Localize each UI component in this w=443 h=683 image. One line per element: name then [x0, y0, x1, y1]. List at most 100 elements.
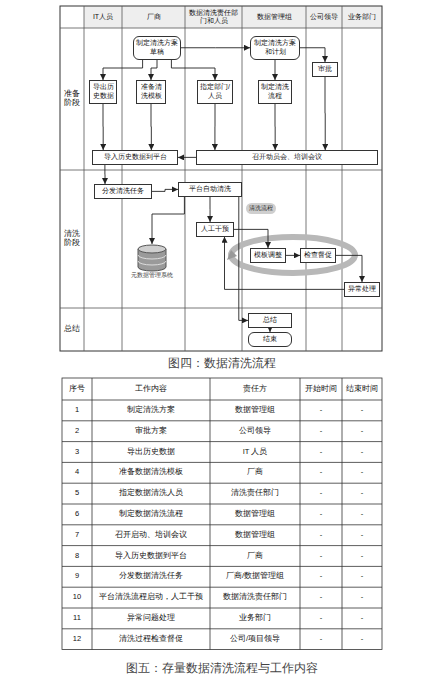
table-cell: -	[342, 483, 382, 504]
flow-arrow	[178, 157, 196, 158]
process-box: 模板调整	[250, 248, 286, 263]
cycle-label: 清洗流程	[246, 203, 276, 214]
flow-arrow	[286, 255, 300, 256]
table-cell: -	[342, 504, 382, 525]
table-cell: -	[300, 546, 342, 567]
table-cell: 清洗责任部门	[210, 483, 300, 504]
table-cell: -	[300, 442, 342, 463]
database-symbol: 元数据管理系统	[130, 244, 174, 280]
table-cell: 厂商/数据管理组	[210, 566, 300, 587]
table-cell: -	[342, 442, 382, 463]
terminal-box: 制定清洗方案和计划	[250, 36, 300, 60]
table-cell: 清洗过程检查督促	[92, 629, 210, 650]
process-box: 总结	[248, 313, 292, 328]
table-cell: 9	[62, 566, 92, 587]
flow-arrow	[103, 104, 104, 151]
table-header-cell: 开始时间	[300, 378, 342, 400]
table-cell: 公司领导	[210, 421, 300, 442]
cylinder-icon	[130, 244, 174, 272]
table-cell: -	[342, 546, 382, 567]
lane-header: 数据管理组	[242, 6, 306, 28]
flow-arrow	[275, 104, 276, 151]
lane-header: 业务部门	[342, 6, 382, 28]
process-box: 导入历史数据到平台	[92, 150, 178, 165]
process-box: 异常处理	[344, 282, 380, 297]
table-cell: 审批方案	[92, 421, 210, 442]
process-box: 指定部门/人员	[197, 80, 233, 104]
table-header-cell: 结束时间	[342, 378, 382, 400]
node-text: 分发清洗任务	[97, 187, 149, 196]
process-box: 平台自动清洗	[178, 182, 242, 197]
table-cell: 数据管理组	[210, 525, 300, 546]
table-cell: 数据管理组	[210, 504, 300, 525]
table-cell: 业务部门	[210, 608, 300, 629]
table-cell: -	[342, 462, 382, 483]
table-cell: 5	[62, 483, 92, 504]
table-header-cell: 序号	[62, 378, 92, 400]
table-cell: -	[342, 421, 382, 442]
node-text: 模板调整	[253, 251, 283, 260]
table-cell: 3	[62, 442, 92, 463]
node-text: 平台自动清洗	[181, 185, 239, 194]
figure-caption: 图五：存量数据清洗流程与工作内容	[0, 658, 443, 678]
table-cell: -	[300, 421, 342, 442]
table-cell: 8	[62, 546, 92, 567]
table-cell: 数据管理组	[210, 400, 300, 421]
process-box: 准备清洗模板	[136, 80, 166, 104]
lane-header: 数据清洗责任部门和人员	[185, 6, 242, 28]
node-text: 异常处理	[347, 285, 377, 294]
flow-arrow	[336, 255, 362, 282]
node-text: 制定清洗方案和计划	[253, 39, 297, 57]
table-cell: 2	[62, 421, 92, 442]
table-cell: 导出历史数据	[92, 442, 210, 463]
table-cell: -	[342, 608, 382, 629]
process-box: 制定清洗流程	[258, 80, 292, 104]
table-cell: 异常问题处理	[92, 608, 210, 629]
table-cell: 厂商	[210, 462, 300, 483]
process-box: 人工干预	[196, 222, 234, 237]
stage-label: 清洗阶段	[63, 170, 81, 308]
node-text: 检查督促	[303, 251, 333, 260]
terminal-box: 制定清洗方案草稿	[133, 36, 181, 60]
flow-arrow	[181, 47, 250, 48]
flow-arrow	[151, 60, 157, 81]
table-header-cell: 责任方	[210, 378, 300, 400]
flow-arrow	[104, 165, 105, 184]
table-cell: 平台清洗流程启动，人工干预	[92, 587, 210, 608]
node-text: 指定部门/人员	[200, 83, 230, 101]
flow-arrow	[325, 77, 326, 150]
table-cell: -	[300, 587, 342, 608]
flow-arrow	[171, 60, 215, 81]
flow-arrow	[152, 189, 178, 191]
flow-arrow	[210, 197, 211, 222]
table-cell: -	[342, 629, 382, 650]
flow-arrow	[239, 197, 248, 321]
table-cell: 1	[62, 400, 92, 421]
table-cell: 分发数据清洗任务	[92, 566, 210, 587]
table-cell: 指定数据清洗人员	[92, 483, 210, 504]
node-text: 导出历史数据	[92, 83, 114, 101]
table-cell: -	[300, 629, 342, 650]
node-text: 总结	[251, 316, 289, 325]
table-cell: 11	[62, 608, 92, 629]
stage-label: 准备阶段	[63, 28, 81, 170]
table-cell: 厂商	[210, 546, 300, 567]
table-cell: -	[300, 566, 342, 587]
flow-arrow	[300, 48, 325, 62]
node-text: 准备清洗模板	[139, 83, 163, 101]
table-cell: 7	[62, 525, 92, 546]
table-cell: -	[300, 483, 342, 504]
lane-header: IT人员	[84, 6, 122, 28]
node-text: 人工干预	[199, 225, 231, 234]
lane-header: 公司领导	[306, 6, 342, 28]
flow-arrow	[214, 104, 215, 151]
node-text: 结束	[251, 335, 289, 344]
flow-arrow	[275, 60, 276, 81]
table-cell: -	[300, 504, 342, 525]
process-box: 审批	[312, 62, 338, 77]
process-box: 召开动员会、培训会议	[196, 150, 378, 165]
table-cell: -	[342, 566, 382, 587]
node-text: 审批	[315, 65, 335, 74]
table-header-cell: 工作内容	[92, 378, 210, 400]
table-cell: 制定清洗方案	[92, 400, 210, 421]
